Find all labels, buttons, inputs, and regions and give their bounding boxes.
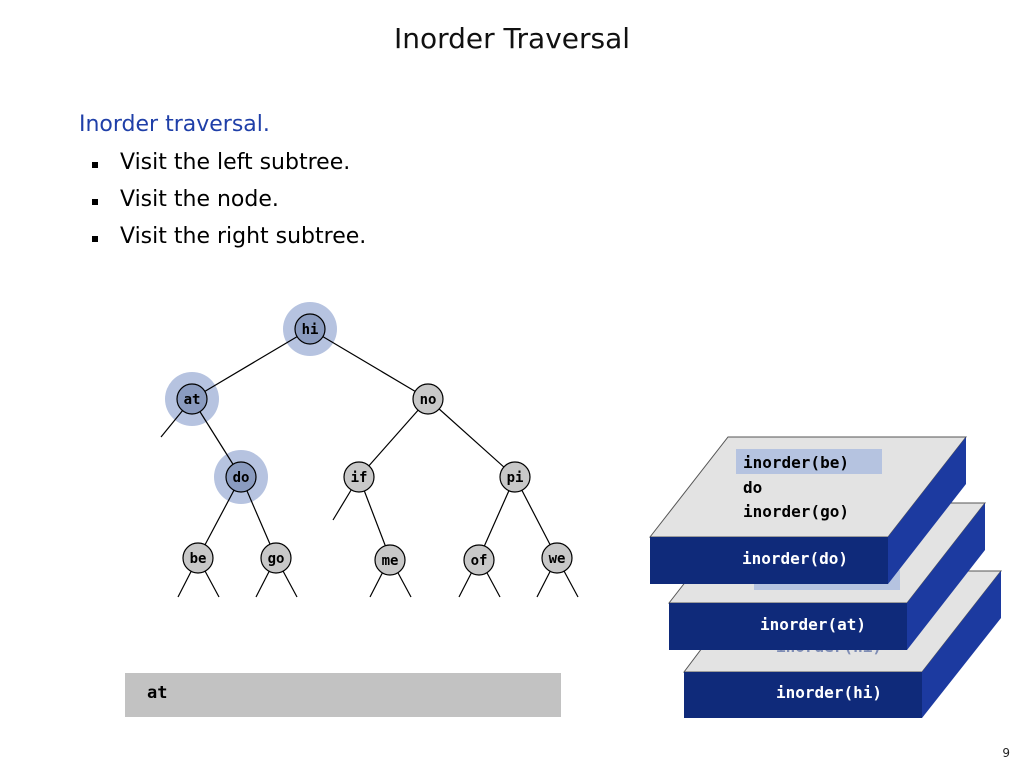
node-label-be: be bbox=[190, 551, 207, 567]
page-number: 9 bbox=[1002, 746, 1010, 760]
node-label-pi: pi bbox=[507, 470, 524, 486]
output-panel bbox=[125, 673, 561, 717]
edge-no-pi bbox=[427, 398, 516, 478]
bullet-square-icon bbox=[92, 235, 98, 242]
frame-front-face bbox=[650, 537, 888, 584]
bullet-text: Visit the left subtree. bbox=[120, 150, 351, 175]
bullet-text: Visit the node. bbox=[120, 187, 279, 212]
frame-front-face bbox=[684, 672, 922, 718]
frame-label-hi: inorder(hi) bbox=[776, 683, 882, 702]
bullet-square-icon bbox=[92, 198, 98, 205]
frame-label-at: inorder(at) bbox=[760, 615, 866, 634]
stack-frame-do: inorder(be) do inorder(go) inorder(do) bbox=[648, 436, 968, 584]
node-label-of: of bbox=[471, 553, 488, 569]
frame-side-face bbox=[922, 571, 1001, 718]
bullet-text: Visit the right subtree. bbox=[120, 224, 367, 249]
node-label-hi: hi bbox=[302, 322, 319, 338]
frame-line-1: inorder(be) bbox=[743, 453, 849, 472]
tree-node-we bbox=[541, 542, 573, 574]
bullet-item-3: Visit the right subtree. bbox=[92, 224, 366, 249]
node-label-me: me bbox=[382, 553, 399, 569]
frame-side-face bbox=[907, 503, 985, 650]
tree-node-of bbox=[463, 544, 495, 576]
node-label-go: go bbox=[268, 551, 285, 567]
output-text: at bbox=[147, 683, 168, 703]
tree-node-hi bbox=[294, 313, 326, 345]
edge-hi-at bbox=[191, 328, 311, 400]
frame-line-3: inorder(go) bbox=[743, 502, 849, 521]
node-label-do: do bbox=[233, 470, 250, 486]
section-heading: Inorder traversal. bbox=[79, 112, 270, 137]
node-label-no: no bbox=[420, 392, 437, 408]
frame-side-face bbox=[888, 437, 966, 584]
frame-label-do: inorder(do) bbox=[742, 549, 848, 568]
current-call-highlight bbox=[736, 449, 882, 474]
bullet-item-1: Visit the left subtree. bbox=[92, 150, 350, 175]
node-label-we: we bbox=[549, 551, 566, 567]
frame-front-face bbox=[669, 603, 907, 650]
slide-title: Inorder Traversal bbox=[393, 22, 631, 55]
edge-no-if bbox=[358, 398, 429, 478]
tree-node-if bbox=[343, 461, 375, 493]
tree-node-be bbox=[182, 542, 214, 574]
tree-node-pi bbox=[499, 461, 531, 493]
tree-node-do bbox=[225, 461, 257, 493]
tree-node-me bbox=[374, 544, 406, 576]
bullet-square-icon bbox=[92, 161, 98, 168]
edge-hi-no bbox=[309, 328, 429, 400]
tree-node-go bbox=[260, 542, 292, 574]
node-label-if: if bbox=[351, 470, 368, 486]
bullet-item-2: Visit the node. bbox=[92, 187, 279, 212]
tree-node-no bbox=[412, 383, 444, 415]
tree-node-at bbox=[176, 383, 208, 415]
node-label-at: at bbox=[184, 392, 201, 408]
frame-line-2: do bbox=[743, 478, 762, 497]
